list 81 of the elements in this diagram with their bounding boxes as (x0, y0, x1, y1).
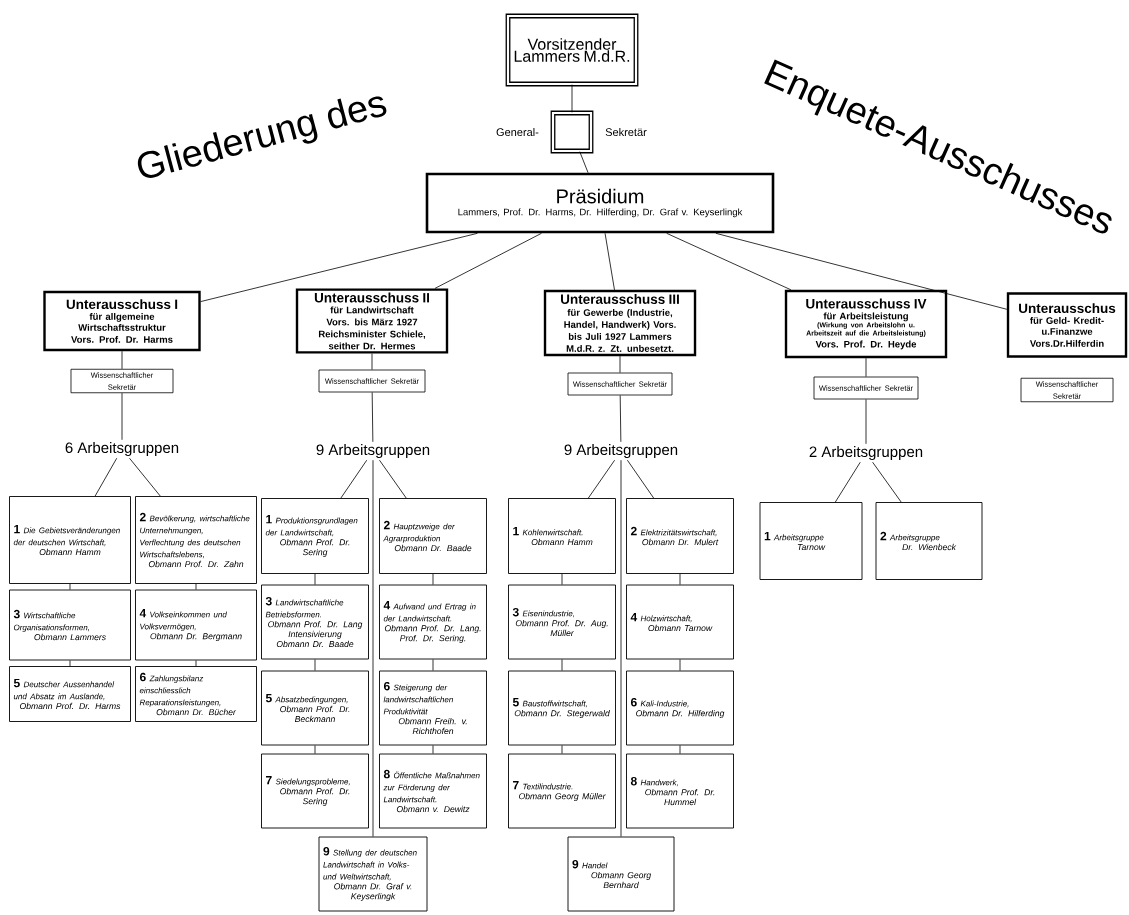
connector-line (121, 392, 123, 441)
connector-line (434, 232, 542, 289)
connector-line (371, 392, 374, 443)
connector-line (620, 459, 622, 837)
connector-line (195, 583, 197, 590)
side-label: Sekretär (605, 127, 647, 137)
working-group-box: 2 Hauptzweige der Agrarproduktion Obmann Dr. Baade (379, 498, 487, 574)
connector-line (129, 457, 161, 497)
connector-line (666, 232, 792, 291)
connector-line (432, 573, 434, 585)
working-group-box: 1 Arbeitsgruppe Tarnow (759, 502, 863, 580)
connector-line (571, 84, 573, 113)
working-group-box: 1 Kohlenwirtschaft. Obmann Hamm (508, 498, 616, 574)
committee-box: Unterausschuss II für Landwirtschaft Vors. bis März 1927 Reichsminister Schiele, seither Dr. Hermes (295, 288, 449, 354)
connector-line (432, 745, 434, 754)
connector-line (69, 660, 71, 667)
connector-line (865, 357, 867, 377)
working-group-box: 9 Handel Obmann Georg Bernhard (567, 836, 675, 912)
working-group-box: 5 Absatzbedingungen, Obmann Prof. Dr. Beckmann (261, 670, 369, 746)
group-heading: 2 Arbeitsgruppen (809, 446, 923, 460)
working-group-box: 7 Textilindustrie. Obmann Georg Müller (508, 753, 616, 829)
committee-box: Unterausschuss III für Gewerbe (Industrie, Handel, Handwerk) Vors. bis Juli 1927 Lammers M.d.R. z. Zt. unbesetzt. (543, 289, 697, 357)
connector-line (372, 459, 374, 837)
working-group-box: 6 Zahlungsbilanz einschliesslich Reparationsleistungen, Obmann Dr. Bücher (135, 666, 257, 722)
committee-box: Unterausschuss I für allgemeine Wirtschaftsstruktur Vors. Prof. Dr. Harms (43, 290, 201, 352)
connector-line (314, 745, 316, 754)
committee-box: Unterausschus für Geld- Kredit-u.Finanzwe Vors.Dr.Hilferdin (1006, 292, 1128, 358)
working-group-box: 4 Volkseinkommen und Volksvermögen, Obmann Dr. Bergmann (135, 589, 257, 661)
connector-line (619, 395, 622, 443)
connector-line (679, 573, 681, 585)
connector-line (561, 573, 563, 585)
title-text: Gliederung des (137, 96, 387, 178)
working-group-box: 5 Deutscher Aussenhandel und Absatz im Auslande, Obmann Prof. Dr. Harms (9, 666, 131, 722)
working-group-box: 2 Bevölkerung, wirtschaftliche Unternehmungen, Verflechtung des deutschen Wirtschaftslebens, Obmann Prof. Dr. Zahn (135, 496, 257, 584)
connector-line (627, 459, 655, 499)
presidium-box: Präsidium Lammers, Prof. Dr. Harms, Dr. Hilferding, Dr. Graf v. Keyserlingk (425, 172, 775, 234)
connector-line (379, 459, 407, 499)
working-group-box: 8 Öffentliche Maßnahmen zur Förderung der Landwirtschaft. Obmann v. Dewitz (379, 753, 487, 829)
connector-line (619, 355, 621, 373)
group-heading: 9 Arbeitsgruppen (564, 444, 678, 458)
working-group-box: 1 Produktionsgrundlagen der Landwirtschaft, Obmann Prof. Dr. Sering (261, 498, 369, 574)
working-group-box: 4 Holzwirtschaft, Obmann Tarnow (626, 584, 734, 660)
connector-line (432, 659, 434, 671)
connector-line (679, 659, 681, 671)
group-heading: 6 Arbeitsgruppen (65, 442, 179, 456)
chairman-box: Vorsitzender Lammers M.d.R. (505, 13, 639, 87)
working-group-box: 3 Wirtschaftliche Organisationsformen, Obmann Lammers (9, 589, 131, 661)
connector-line (604, 232, 615, 291)
group-heading: 9 Arbeitsgruppen (316, 444, 430, 458)
working-group-box: 7 Siedelungsprobleme, Obmann Prof. Dr. Sering (261, 753, 369, 829)
working-group-box: 9 Stellung der deutschen Landwirtschaft in Volks- und Weltwirtschaft, Obmann Dr. Graf v. Keyserlingk (318, 836, 428, 912)
working-group-box: 1 Die Gebietsveränderungen der deutschen Wirtschaft, Obmann Hamm (9, 496, 131, 584)
connector-line (314, 573, 316, 585)
connector-line (561, 659, 563, 671)
working-group-box: 6 Kali-Industrie, Obmann Dr. Hilferding (626, 670, 734, 746)
connector-line (314, 659, 316, 671)
connector-line (579, 151, 589, 174)
secretary-box (550, 110, 594, 154)
connector-line (371, 353, 373, 370)
side-label: General- (496, 127, 539, 137)
working-group-box: 6 Steigerung der landwirtschaftlichen Produktivität Obmann Freih. v. Richthofen (379, 670, 487, 746)
working-group-box: 3 Eisenindustrie, Obmann Prof. Dr. Aug. Müller (508, 584, 616, 660)
working-group-box: 8 Handwerk, Obmann Prof. Dr. Hummel (626, 753, 734, 829)
connector-line (69, 583, 71, 590)
connector-line (834, 461, 861, 503)
connector-line (340, 459, 368, 499)
connector-line (872, 461, 902, 503)
connector-line (561, 745, 563, 754)
connector-line (195, 660, 197, 667)
working-group-box: 2 Elektrizitätswirtschaft, Obmann Dr. Mulert (626, 498, 734, 574)
connector-line (715, 232, 1008, 310)
connector-line (865, 399, 867, 445)
connector-line (200, 232, 478, 302)
connector-line (121, 350, 123, 370)
connector-line (587, 459, 616, 499)
working-group-box: 4 Aufwand und Ertrag in der Landwirtschaft. Obmann Prof. Dr. Lang. Prof. Dr. Sering. (379, 584, 487, 660)
connector-line (94, 457, 118, 497)
working-group-box: 2 Arbeitsgruppe Dr. Wienbeck (875, 502, 983, 580)
working-group-box: 3 Landwirtschaftliche Betriebsformen. Obmann Prof. Dr. Lang Intensivierung Obmann Dr. Baade (261, 584, 369, 660)
working-group-box: 5 Baustoffwirtschaft, Obmann Dr. Stegerwald (508, 670, 616, 746)
connector-line (679, 745, 681, 754)
